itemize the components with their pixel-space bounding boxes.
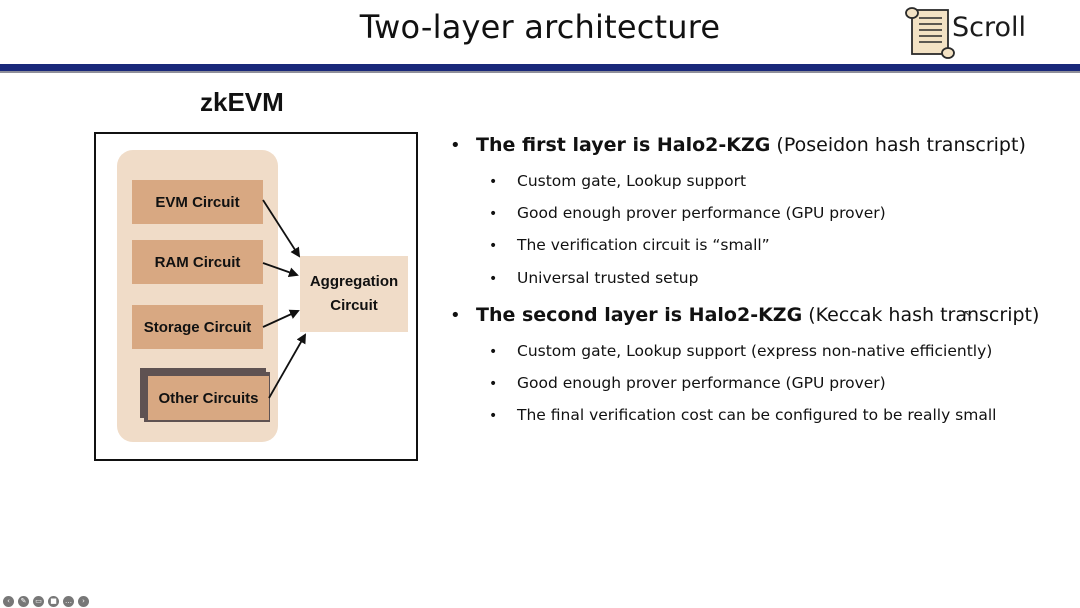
storage-circuit-box: Storage Circuit xyxy=(132,305,263,349)
aggregation-circuit-box: Aggregation Circuit xyxy=(300,256,408,332)
first-layer-sub-1-text: Custom gate, Lookup support xyxy=(517,172,747,190)
bullet-dot: • xyxy=(450,135,461,156)
scroll-icon xyxy=(905,7,955,59)
mouse-cursor-icon: ↖ xyxy=(963,307,974,321)
second-layer-sub-1-text: Custom gate, Lookup support (express non… xyxy=(517,342,993,360)
diagram-frame xyxy=(94,132,418,461)
aggregation-circuit-line1: Aggregation xyxy=(309,273,399,290)
camera-icon[interactable]: ■ xyxy=(48,595,59,607)
second-layer-sub-1: • Custom gate, Lookup support (express no… xyxy=(489,342,992,360)
bullet-dot: • xyxy=(450,305,461,326)
evm-circuit-box: EVM Circuit xyxy=(132,180,263,224)
bullet-dot: • xyxy=(489,238,498,254)
first-layer-sub-3-text: The verification circuit is “small” xyxy=(517,236,770,254)
first-layer-sub-2: • Good enough prover performance (GPU pro… xyxy=(489,204,886,222)
first-layer-heading: The first layer is Halo2-KZG xyxy=(476,134,771,156)
pen-icon[interactable]: ✎ xyxy=(18,595,29,607)
slide-title: Two-layer architecture xyxy=(359,8,721,46)
aggregation-circuit-line2: Circuit xyxy=(330,297,378,314)
header-rule-shadow xyxy=(0,71,1080,73)
first-layer-sub-4: • Universal trusted setup xyxy=(489,269,698,287)
captions-icon[interactable]: ▭ xyxy=(33,595,44,607)
second-layer-detail: (Keccak hash transcript) xyxy=(802,304,1040,326)
scroll-logo xyxy=(905,7,955,59)
bullet-dot: • xyxy=(489,376,498,392)
second-layer-sub-3: • The final verification cost can be conf… xyxy=(489,406,996,424)
header-rule xyxy=(0,64,1080,71)
slideshow-controls: ‹ ✎ ▭ ■ … › xyxy=(3,595,89,607)
more-icon[interactable]: … xyxy=(63,595,74,607)
second-layer-sub-2: • Good enough prover performance (GPU pro… xyxy=(489,374,886,392)
other-circuits-box: Other Circuits xyxy=(148,376,269,420)
bullet-dot: • xyxy=(489,271,498,287)
first-layer-sub-3: • The verification circuit is “small” xyxy=(489,236,770,254)
first-layer-sub-2-text: Good enough prover performance (GPU prov… xyxy=(517,204,886,222)
forward-icon[interactable]: › xyxy=(78,595,89,607)
first-layer-sub-4-text: Universal trusted setup xyxy=(517,269,699,287)
second-layer-sub-3-text: The final verification cost can be confi… xyxy=(517,406,997,424)
bullet-dot: • xyxy=(489,408,498,424)
first-layer-sub-1: • Custom gate, Lookup support xyxy=(489,172,746,190)
bullet-dot: • xyxy=(489,344,498,360)
scroll-logo-text: Scroll xyxy=(952,12,1027,43)
second-layer-heading: The second layer is Halo2-KZG xyxy=(476,304,803,326)
bullet-second-layer: • The second layer is Halo2-KZG (Keccak h… xyxy=(450,304,1039,326)
first-layer-detail: (Poseidon hash transcript) xyxy=(770,134,1026,156)
bullet-first-layer: • The first layer is Halo2-KZG (Poseidon … xyxy=(450,134,1026,156)
back-icon[interactable]: ‹ xyxy=(3,595,14,607)
zkevm-label: zkEVM xyxy=(200,87,284,117)
second-layer-sub-2-text: Good enough prover performance (GPU prov… xyxy=(517,374,886,392)
ram-circuit-box: RAM Circuit xyxy=(132,240,263,284)
bullet-dot: • xyxy=(489,206,498,222)
bullet-dot: • xyxy=(489,174,498,190)
